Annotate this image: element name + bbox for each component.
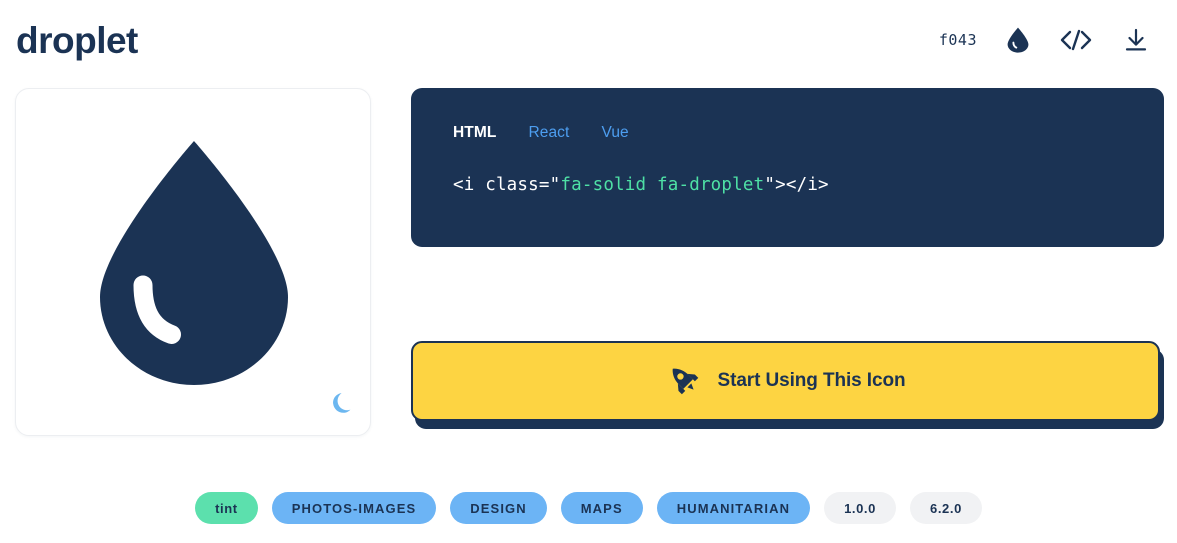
code-quote-close: " xyxy=(764,175,776,195)
cta-label: Start Using This Icon xyxy=(717,370,906,391)
start-using-icon-button[interactable]: Start Using This Icon xyxy=(411,341,1160,421)
droplet-preview-icon xyxy=(16,89,372,437)
unicode-value: f043 xyxy=(938,31,977,49)
tab-html[interactable]: HTML xyxy=(453,124,497,141)
code-class-value: fa-solid fa-droplet xyxy=(560,175,765,195)
cta-container: Start Using This Icon xyxy=(411,341,1164,429)
tag-maps[interactable]: maps xyxy=(560,492,643,524)
code-tabs: HTML React Vue xyxy=(453,124,1164,142)
tag-humanitarian[interactable]: humanitarian xyxy=(656,492,811,524)
rocket-icon xyxy=(666,362,700,401)
header-actions: f043 xyxy=(939,27,1149,53)
tab-vue[interactable]: Vue xyxy=(601,124,629,141)
code-suffix: ></i> xyxy=(775,175,829,195)
tab-react[interactable]: React xyxy=(528,124,570,141)
tag-version-1-0-0[interactable]: 1.0.0 xyxy=(824,492,896,524)
tag-tint[interactable]: tint xyxy=(195,492,258,524)
code-icon[interactable] xyxy=(1059,28,1093,52)
download-icon[interactable] xyxy=(1123,27,1149,53)
tag-row: tint photos-images design maps humanitar… xyxy=(0,492,1177,524)
code-snippet[interactable]: <i class="fa-solid fa-droplet"></i> xyxy=(453,175,1164,195)
tag-photos-images[interactable]: photos-images xyxy=(271,492,437,524)
code-quote-open: " xyxy=(549,175,561,195)
droplet-icon[interactable] xyxy=(1007,27,1029,53)
moon-icon[interactable] xyxy=(330,391,356,417)
page-title: droplet xyxy=(16,19,138,61)
icon-preview-card xyxy=(15,88,371,436)
code-snippet-panel: HTML React Vue <i class="fa-solid fa-dro… xyxy=(411,88,1164,247)
page-header: droplet f043 xyxy=(0,0,1177,80)
tag-design[interactable]: design xyxy=(450,492,547,524)
tag-version-6-2-0[interactable]: 6.2.0 xyxy=(909,492,982,524)
code-prefix: <i class= xyxy=(453,175,550,195)
